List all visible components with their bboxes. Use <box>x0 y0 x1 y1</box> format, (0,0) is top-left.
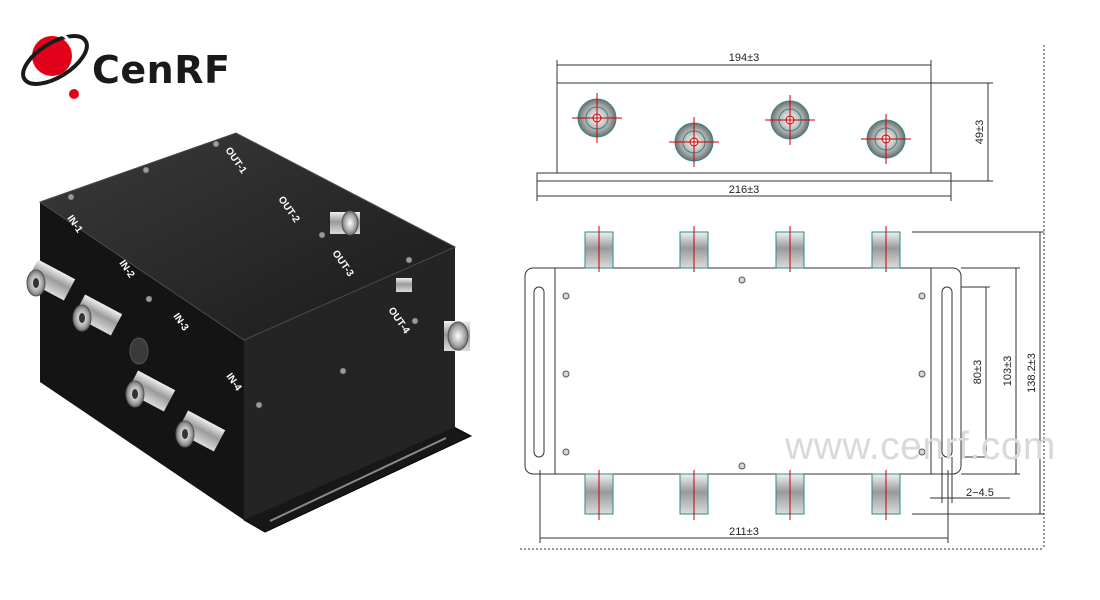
n-connector-face-3 <box>765 95 815 145</box>
dim-slot: 2−4.5 <box>966 487 994 499</box>
dim-overall-length: 211±3 <box>729 526 759 538</box>
dim-body-width: 103±3 <box>1002 356 1014 387</box>
technical-drawing <box>520 45 1045 550</box>
connector-out-4 <box>444 321 470 351</box>
connector-out-2 <box>330 210 360 236</box>
dim-height: 49±3 <box>974 120 986 144</box>
n-connector-bottom-2 <box>679 470 709 520</box>
brand-name: CenRF <box>92 48 231 92</box>
connector-in-4 <box>175 410 226 452</box>
n-connector-bottom-3 <box>775 470 805 520</box>
top-view <box>524 226 1044 543</box>
n-connector-face-2 <box>669 117 719 167</box>
n-connector-top-2 <box>679 226 709 272</box>
connector-out-3 <box>396 278 412 292</box>
dim-mount-spacing: 80±3 <box>972 360 984 384</box>
dim-base-length: 216±3 <box>729 184 760 196</box>
n-connector-top-3 <box>775 226 805 272</box>
n-connector-bottom-4 <box>871 470 901 520</box>
connector-in-3 <box>125 370 176 412</box>
n-connector-bottom-1 <box>584 470 614 520</box>
dim-overall-width: 138.2±3 <box>1026 353 1038 393</box>
orbit-logo-icon <box>21 30 89 99</box>
side-view <box>536 60 993 201</box>
dim-top-length: 194±3 <box>729 52 760 64</box>
connector-in-1 <box>26 259 76 301</box>
n-connector-face-4 <box>861 114 911 164</box>
dimension-labels: 194±3 216±3 49±3 80±3 103±3 138.2±3 2−4.… <box>729 52 1038 538</box>
product-photo: IN-1 IN-2 IN-3 IN-4 OUT-1 OUT-2 OUT-3 OU… <box>26 132 473 533</box>
connector-in-2 <box>72 294 123 336</box>
n-connector-face-1 <box>572 93 622 143</box>
n-connector-top-1 <box>584 226 614 272</box>
website-watermark: www.cenrf.com <box>785 425 1056 468</box>
n-connector-top-4 <box>871 226 901 272</box>
